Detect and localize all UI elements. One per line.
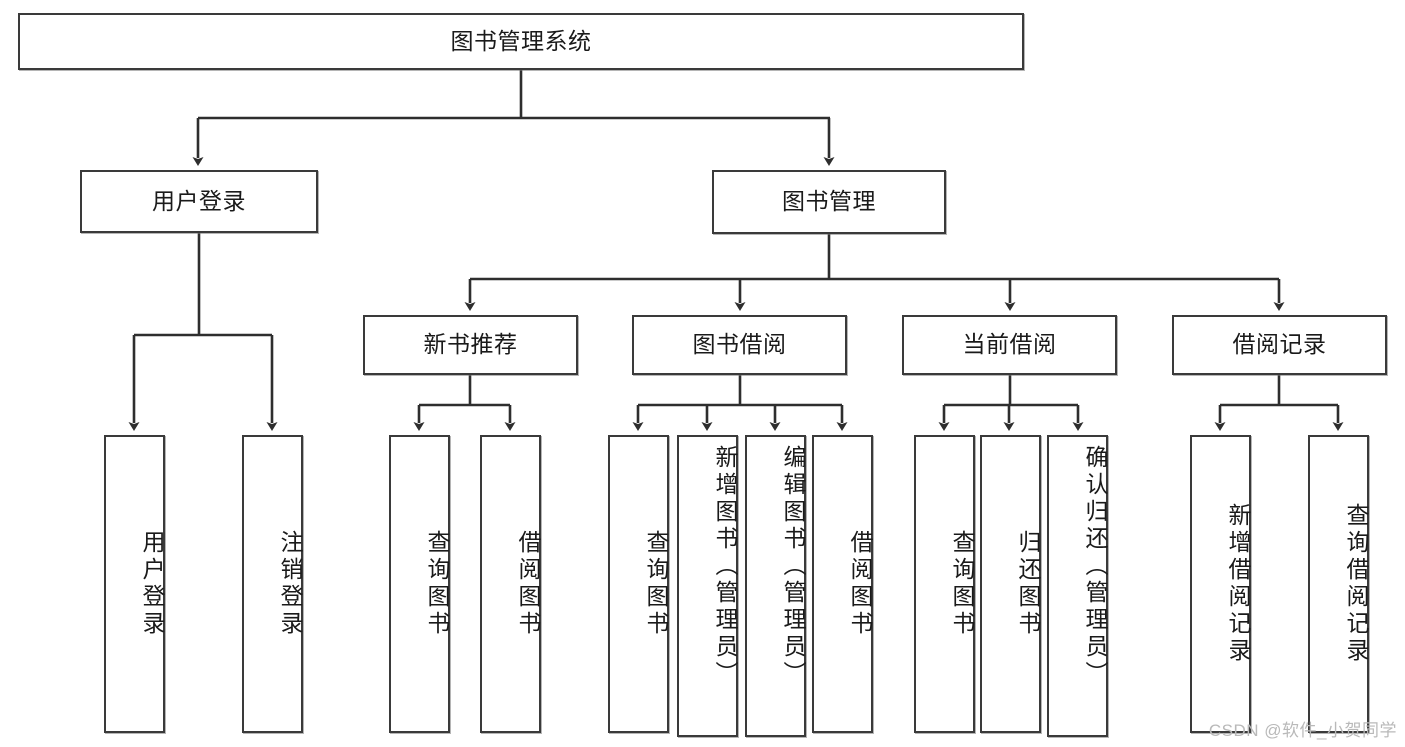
leaf-recommend-borrow-book[interactable]: 借阅图书 <box>480 435 541 733</box>
leaf-record-query-borrow-record[interactable]: 查询借阅记录 <box>1308 435 1369 733</box>
node-user-login[interactable]: 用户登录 <box>80 170 318 233</box>
leaf-borrow-query-book[interactable]: 查询图书 <box>608 435 669 733</box>
leaf-current-return-book[interactable]: 归还图书 <box>980 435 1041 733</box>
node-book-management[interactable]: 图书管理 <box>712 170 946 234</box>
node-root-book-management-system[interactable]: 图书管理系统 <box>18 13 1024 70</box>
node-label: 借阅图书 <box>515 530 541 638</box>
node-label: 查询图书 <box>643 530 669 638</box>
node-label: 注销登录 <box>277 530 303 638</box>
node-label: 查询图书 <box>424 530 450 638</box>
node-label: 新书推荐 <box>423 331 518 358</box>
node-label: 归还图书 <box>1015 530 1041 638</box>
node-label: 图书管理系统 <box>450 27 592 54</box>
leaf-borrow-edit-book-admin[interactable]: 编辑图书（管理员） <box>745 435 806 737</box>
node-label: 图书管理 <box>782 188 876 215</box>
node-label: 当前借阅 <box>962 331 1057 358</box>
node-label: 查询借阅记录 <box>1343 503 1369 665</box>
leaf-borrow-borrow-book[interactable]: 借阅图书 <box>812 435 873 733</box>
node-label: 用户登录 <box>139 530 165 638</box>
node-new-book-recommend[interactable]: 新书推荐 <box>363 315 578 375</box>
node-borrow-record[interactable]: 借阅记录 <box>1172 315 1387 375</box>
leaf-borrow-add-book-admin[interactable]: 新增图书（管理员） <box>677 435 738 737</box>
node-label: 确认归还（管理员） <box>1082 445 1108 688</box>
leaf-user-login-login[interactable]: 用户登录 <box>104 435 165 733</box>
node-label: 借阅记录 <box>1232 331 1327 358</box>
leaf-user-login-logout[interactable]: 注销登录 <box>242 435 303 733</box>
leaf-current-confirm-return-admin[interactable]: 确认归还（管理员） <box>1047 435 1108 737</box>
node-label: 新增借阅记录 <box>1225 503 1251 665</box>
node-label: 图书借阅 <box>692 331 787 358</box>
leaf-recommend-query-book[interactable]: 查询图书 <box>389 435 450 733</box>
node-book-borrow[interactable]: 图书借阅 <box>632 315 847 375</box>
watermark-text: CSDN @软件_小贺同学 <box>1208 721 1397 740</box>
node-label: 借阅图书 <box>847 530 873 638</box>
leaf-current-query-book[interactable]: 查询图书 <box>914 435 975 733</box>
node-label: 用户登录 <box>152 187 246 214</box>
node-label: 新增图书（管理员） <box>712 445 738 688</box>
node-label: 查询图书 <box>949 530 975 638</box>
node-label: 编辑图书（管理员） <box>780 445 806 688</box>
leaf-record-add-borrow-record[interactable]: 新增借阅记录 <box>1190 435 1251 733</box>
node-current-borrow[interactable]: 当前借阅 <box>902 315 1117 375</box>
